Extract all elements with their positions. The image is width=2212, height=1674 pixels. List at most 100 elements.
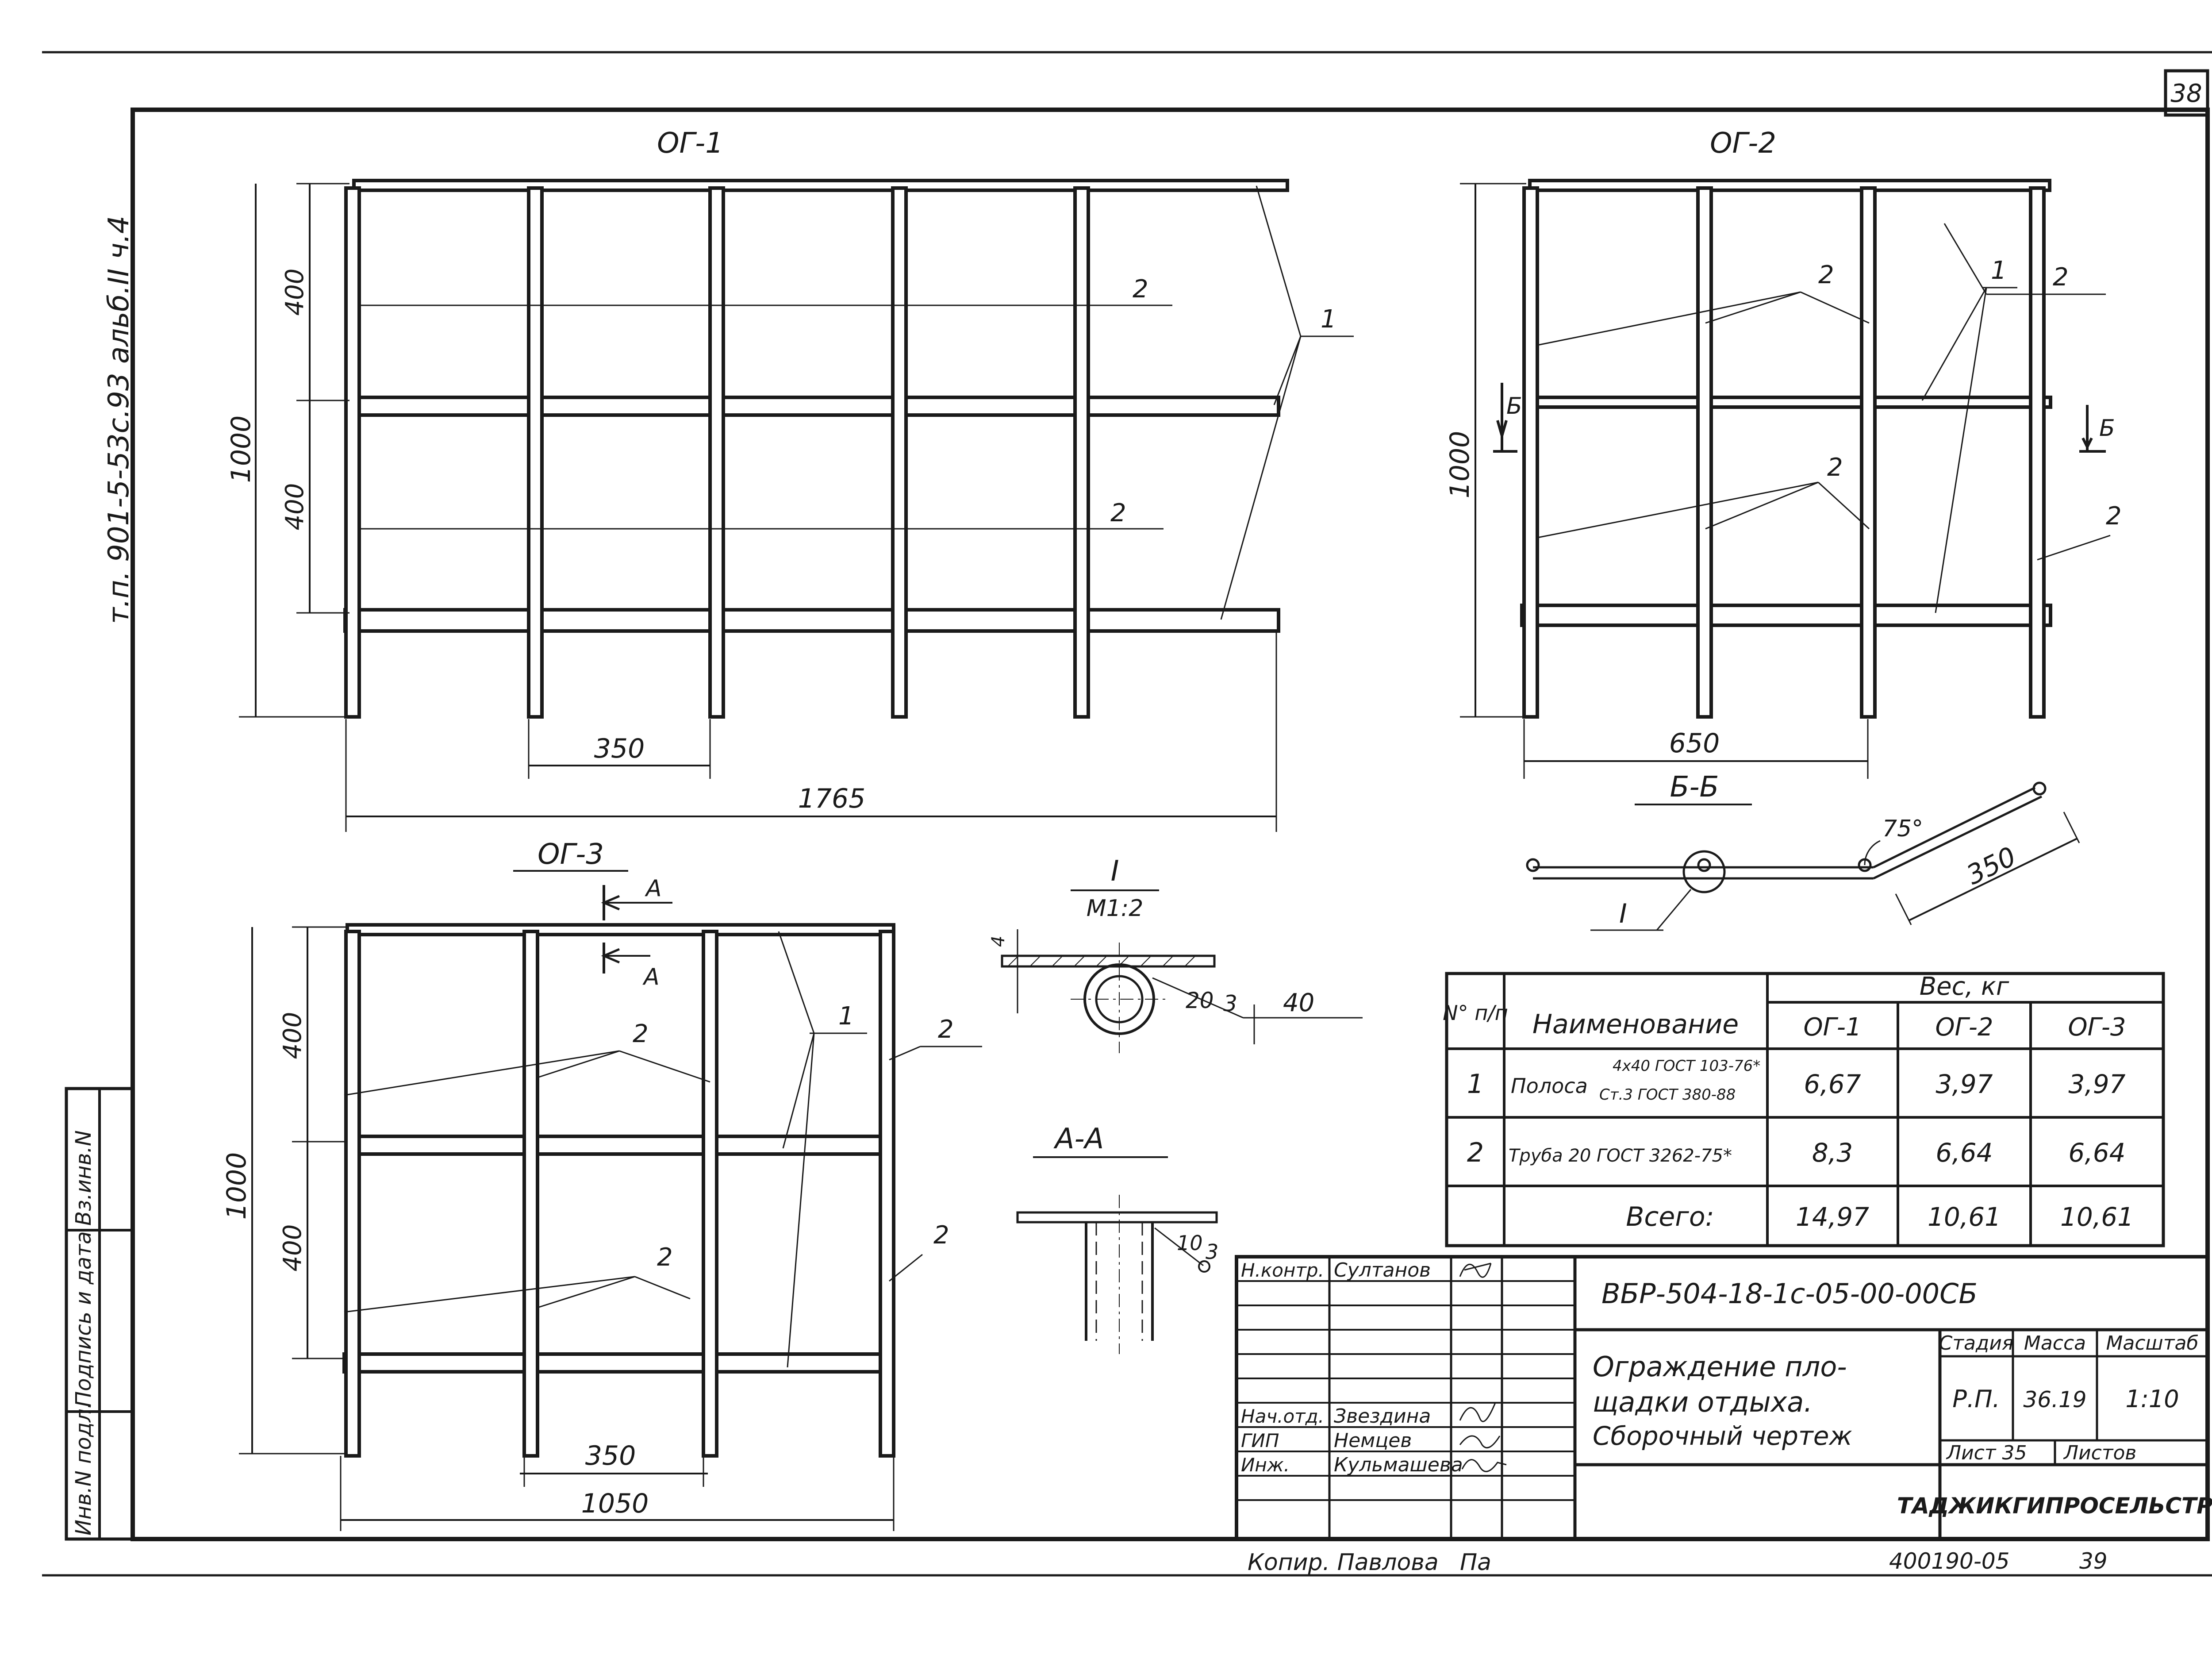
og1-dim-350: 350 (594, 733, 645, 764)
tb-role-nkontr: Н.контр. (1241, 1259, 1324, 1281)
og3-post (522, 930, 539, 1458)
spec-row2-og3: 6,64 (2068, 1138, 2125, 1168)
spec-row1-num: 1 (1467, 1069, 1484, 1100)
section-aa: А-А 10 3 (1016, 1123, 1218, 1354)
og3-bottom-strip (342, 1352, 895, 1374)
og1-title: ОГ-1 (657, 127, 723, 160)
og3-top-strip (346, 923, 895, 936)
spec-row2-num: 2 (1467, 1137, 1484, 1168)
spec-total-og1: 14,97 (1796, 1202, 1869, 1232)
og2-section-mark-right: Б (2099, 415, 2115, 442)
detail-i-thickness: 4 (988, 936, 1009, 947)
signature-mark (1459, 1435, 1501, 1449)
spec-row1-standard-top: 4x40 ГОСТ 103-76* (1613, 1057, 1760, 1075)
footer: Копир. Павлова Па 400190-05 39 (1248, 1548, 2108, 1576)
side-code: т.п. 901-5-53с.93 альб.II ч.4 (103, 216, 135, 624)
og2-post (1522, 186, 1539, 719)
og2-callout-1: 1 (1991, 256, 2007, 285)
footer-archive-code: 400190-05 (1889, 1548, 2010, 1574)
spec-col-og3: ОГ-3 (2068, 1013, 2126, 1042)
og3-callout-1: 1 (838, 1002, 854, 1031)
og1-post (1073, 186, 1090, 719)
section-bb-angle: 75° (1882, 816, 1923, 842)
og3-dim-400-upper: 400 (278, 1012, 307, 1059)
og2-post (2029, 186, 2046, 719)
tb-name-inzh: Кульмашева (1334, 1454, 1463, 1476)
og1-dim-1765: 1765 (798, 783, 866, 814)
signature-mark (1459, 1262, 1492, 1278)
tb-organization: ТАДЖИКГИПРОСЕЛЬСТРОЙ (1897, 1493, 2212, 1519)
drawing-frame (131, 108, 2210, 1541)
og1-top-strip (352, 179, 1289, 192)
og2-callout-2-upper: 2 (1818, 261, 1834, 289)
og2-dim-1000: 1000 (1444, 431, 1475, 499)
og1-callout-1: 1 (1321, 305, 1336, 334)
og1-callout-2-lower: 2 (1110, 499, 1126, 527)
spec-table: N° п/п Наименование Вес, кг ОГ-1 ОГ-2 ОГ… (1443, 972, 2165, 1247)
tb-role-inzh: Инж. (1241, 1454, 1290, 1476)
section-aa-title: А-А (1053, 1123, 1104, 1155)
stamp-label-sign: Подпись и дата (71, 1231, 96, 1407)
detail-i-scale: М1:2 (1087, 895, 1144, 922)
detail-i-weld-size: 3 (1223, 991, 1237, 1016)
section-bb-dim-350: 350 (1962, 841, 2021, 891)
og2-post (1860, 186, 1877, 719)
og2-post (1696, 186, 1713, 719)
og2-section-mark-left: Б (1506, 393, 1522, 419)
stamp-label-vz: Вз.инв.N (71, 1130, 96, 1226)
view-og1: ОГ-1 2 2 1 400 400 1000 350 (226, 127, 1354, 832)
section-bb-title: Б-Б (1670, 771, 1719, 804)
og1-post (344, 186, 361, 719)
og3-dim-1000: 1000 (221, 1152, 252, 1220)
spec-header-num: N° п/п (1443, 1001, 1508, 1025)
tb-stage: Р.П. (1952, 1385, 2000, 1413)
left-stamp: Инв.N подл. Подпись и дата Вз.инв.N (65, 1087, 134, 1541)
spec-row1-og2: 3,97 (1936, 1069, 1993, 1099)
og1-dim-400-lower: 400 (280, 483, 309, 531)
og1-callout-2-upper: 2 (1133, 275, 1148, 304)
section-bb: Б-Б 75° 350 I (1526, 771, 2080, 931)
og2-callout-2-right-upper: 2 (2053, 263, 2069, 292)
tb-title-line3: Сборочный чертеж (1593, 1421, 1852, 1451)
section-aa-weld-dim: 10 (1177, 1231, 1203, 1255)
footer-copier-sign: Па (1460, 1549, 1491, 1576)
og2-callout-2-lower: 2 (1827, 453, 1843, 482)
og3-mid-strip (345, 1135, 895, 1156)
og3-section-mark-bottom: А (642, 964, 660, 990)
spec-row2-og2: 6,64 (1936, 1138, 1993, 1168)
view-og2: ОГ-2 2 2 2 2 1 Б Б (1444, 127, 2122, 779)
tb-title-line2: щадки отдыха. (1593, 1386, 1813, 1418)
og3-post (344, 930, 361, 1458)
tb-name-gip: Немцев (1334, 1429, 1412, 1452)
spec-col-og2: ОГ-2 (1935, 1013, 1993, 1042)
og2-mid-strip (1527, 396, 2052, 409)
tb-sheets: Листов (2063, 1442, 2136, 1464)
og2-callout-2-right-lower: 2 (2106, 502, 2122, 531)
view-og3: ОГ-3 А А 2 2 2 2 1 (221, 838, 982, 1531)
detail-i-dim-40: 40 (1283, 989, 1314, 1017)
og1-post (891, 186, 908, 719)
detail-i: I М1:2 4 20 3 40 (988, 855, 1363, 1053)
og3-callout-2-lower: 2 (657, 1243, 673, 1272)
footer-copier: Копир. Павлова (1248, 1549, 1439, 1576)
og3-dim-1050: 1050 (581, 1488, 649, 1519)
og2-bottom-strip (1520, 604, 2052, 627)
og3-dim-400-lower: 400 (278, 1224, 307, 1272)
spec-header-name: Наименование (1532, 1009, 1739, 1040)
sheet-number: 38 (2170, 79, 2202, 108)
tb-stage-label: Стадия (1939, 1332, 2014, 1355)
tb-mass: 36.19 (2023, 1387, 2086, 1412)
tb-role-gip: ГИП (1241, 1430, 1279, 1451)
og3-post (879, 930, 895, 1458)
og3-callout-2-right-upper: 2 (938, 1015, 954, 1044)
spec-header-weight: Вес, кг (1920, 972, 2009, 1001)
spec-row2-name: Труба 20 ГОСТ 3262-75* (1509, 1146, 1732, 1166)
tb-sheet: Лист 35 (1946, 1442, 2027, 1464)
spec-total-og3: 10,61 (2060, 1202, 2134, 1232)
spec-total-label: Всего: (1626, 1201, 1714, 1232)
og2-top-strip (1528, 179, 2051, 192)
og1-post (527, 186, 544, 719)
og1-dim-1000: 1000 (226, 416, 257, 483)
spec-row1-og1: 6,67 (1804, 1069, 1861, 1099)
